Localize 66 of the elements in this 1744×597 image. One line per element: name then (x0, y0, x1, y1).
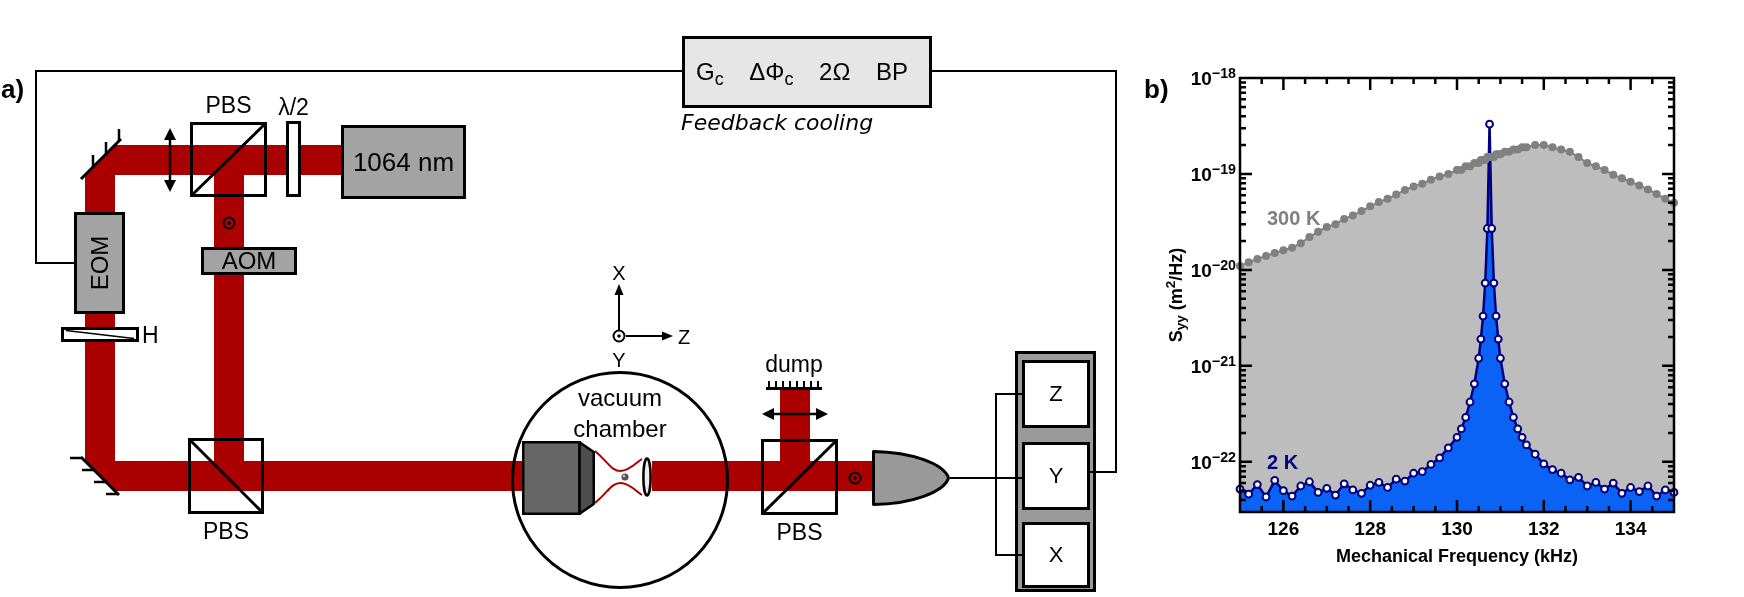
detector-panel (1015, 351, 1096, 592)
lens-symbol (762, 407, 828, 421)
node-label: Feedback cooling (681, 112, 874, 134)
parameter-label: 2Ω (819, 60, 851, 84)
photodetector (872, 450, 950, 506)
panel-label: b) (1144, 76, 1169, 102)
component-label: PBS (205, 94, 252, 117)
mirror-symbol (78, 126, 122, 180)
laser-beam (214, 197, 244, 247)
lens-symbol (642, 457, 652, 497)
objective-lens (522, 441, 595, 515)
signal-wire (35, 70, 683, 264)
parameter-label: BP (876, 60, 908, 84)
channel-box (1022, 360, 1090, 428)
laser-beam (177, 145, 190, 175)
component-label: λ/2 (278, 96, 309, 119)
tick-label: 10$^{−19}$ (1190, 164, 1236, 184)
laser-beam (780, 390, 810, 407)
laser-beam (120, 461, 188, 491)
tick-label: 10$^{−22}$ (1190, 452, 1236, 472)
axis-label: X (612, 263, 626, 283)
component-label: PBS (776, 521, 823, 544)
lens-symbol (163, 128, 177, 192)
axis-title: Mechanical Frequency (kHz) (1335, 547, 1579, 565)
laser-beam (838, 461, 872, 491)
chamber-label: vacuum chamber (572, 383, 668, 444)
component-label: 1064 nm (352, 149, 455, 175)
channel-box (1022, 442, 1090, 510)
laser-box (341, 125, 466, 199)
channel-label: Y (1048, 465, 1064, 487)
series-label: 2 K (1267, 452, 1299, 472)
laser-beam (85, 342, 115, 450)
parameter-label: ΔΦ$_{c}$ (749, 60, 794, 84)
focused-beam (594, 450, 643, 504)
signal-wire (949, 477, 1023, 556)
tick-label: 132 (1527, 519, 1560, 538)
modulator-box (201, 247, 297, 275)
component-label: AOM (221, 251, 277, 271)
laser-beam (267, 145, 286, 175)
axis-label: Z (678, 327, 691, 347)
laser-beam (122, 145, 163, 175)
tick-label: 128 (1354, 519, 1387, 538)
parameter-label: G$_{c}$ (696, 60, 724, 84)
panel-label: a) (1, 76, 25, 102)
component-label: EOM (87, 235, 112, 291)
laser-beam (301, 145, 341, 175)
tick-label: 10$^{−21}$ (1190, 356, 1236, 376)
laser-beam (85, 180, 115, 212)
signal-wire (931, 70, 1117, 473)
axis-label: Y (612, 350, 626, 370)
laser-beam (214, 275, 244, 438)
series-label: 300 K (1267, 208, 1321, 228)
tick-label: 126 (1267, 519, 1300, 538)
component-label: H (142, 323, 159, 346)
laser-beam (85, 314, 115, 327)
tick-label: 134 (1614, 519, 1647, 538)
modulator-box (74, 212, 125, 314)
channel-box (1022, 522, 1090, 588)
channel-label: X (1048, 544, 1064, 566)
laser-beam (780, 421, 810, 439)
channel-label: Z (1049, 383, 1063, 405)
component-label: dump (765, 353, 823, 376)
tick-label: 10$^{−20}$ (1190, 260, 1236, 280)
component-label: PBS (203, 520, 249, 543)
tick-label: 130 (1441, 519, 1473, 538)
tick-label: 10$^{−18}$ (1190, 68, 1236, 88)
